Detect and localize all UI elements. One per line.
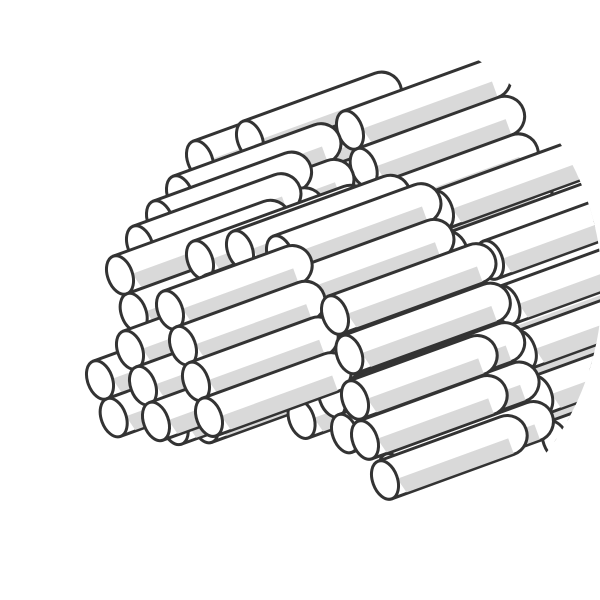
rod: [369, 414, 529, 501]
rod: [319, 242, 498, 336]
rod-bundle: [84, 57, 600, 501]
rod: [154, 244, 314, 331]
rod: [339, 334, 499, 421]
rod: [334, 57, 513, 151]
rod: [334, 281, 512, 376]
rod: [349, 374, 509, 461]
